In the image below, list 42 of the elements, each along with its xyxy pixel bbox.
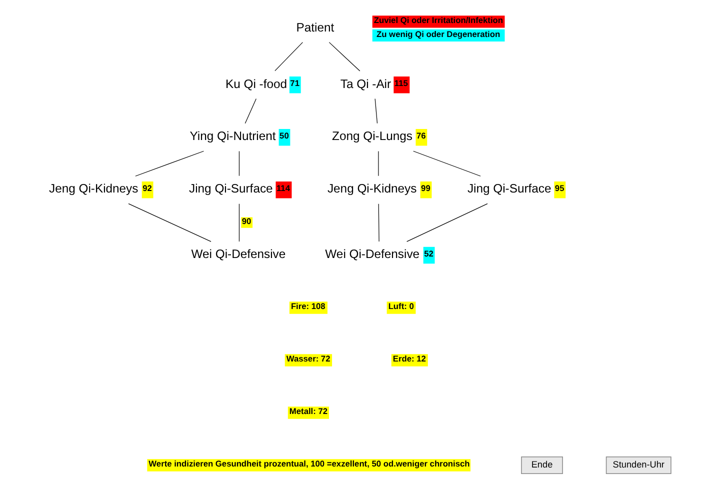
node-label: Jing Qi-Surface [188,182,272,196]
node-text: Patient [296,20,334,34]
node-label: Jing Qi-Surface [466,182,551,196]
node-label: Ying Qi-Nutrient [189,129,276,144]
label: Werte indizieren Gesundheit prozentual, 100 =exzellent, 50 od.weniger chronisch [148,458,470,469]
label: Ende [530,460,552,470]
legend-label: Zu wenig Qi oder Degeneration [376,28,500,39]
node-label: Ku Qi -food [225,76,287,91]
connector [244,98,256,124]
connector [128,203,211,242]
label: Luft: 0 [388,301,414,312]
node-box: 115 [393,76,410,94]
node-text: Wei Qi-Defensive [190,247,286,262]
node-box: 50 [278,128,290,146]
connector [406,203,488,242]
connector [238,150,240,176]
edge-label: 90 [241,216,251,226]
node-label: Zong Qi-Lungs [332,129,412,144]
node-label: Jeng Qi-Kidneys [326,182,416,196]
node-box: 95 [554,181,566,198]
node-label: Wei Qi-Defensive [324,247,420,262]
node-box: 76 [415,128,427,146]
connector [412,150,480,176]
node-box: 52 [422,246,434,264]
node-box: 71 [288,76,300,94]
connector [328,42,360,72]
node-label: Jeng Qi-Kidneys [48,182,138,196]
connector [374,98,378,124]
label: Wasser: 72 [286,354,330,364]
node-label: Ta Qi -Air [340,76,391,91]
connector [238,204,240,242]
connector [134,150,204,176]
node-box: 99 [420,181,432,198]
connector [274,42,302,72]
node-box: 114 [275,181,292,198]
label: Metall: 72 [288,406,328,416]
label: Stunden-Uhr [612,460,664,470]
label: Fire: 108 [290,301,325,312]
node-box: 92 [141,181,153,198]
label: Erde: 12 [392,354,426,364]
connector [378,204,379,242]
legend-label: Zuviel Qi oder Irritation/Infektion [373,15,503,26]
